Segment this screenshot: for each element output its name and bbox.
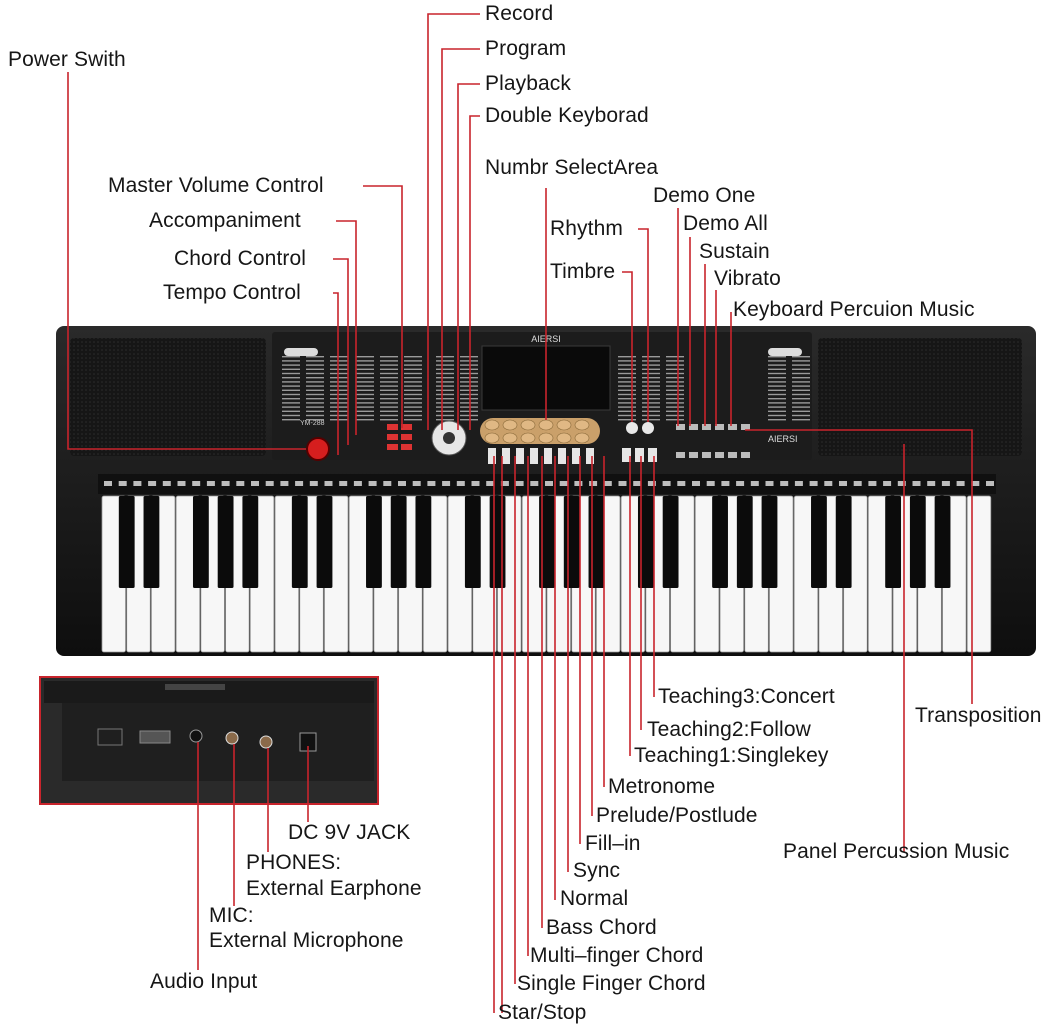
label-playback: Playback xyxy=(485,72,572,95)
leader-line xyxy=(622,271,633,422)
label-record: Record xyxy=(485,2,554,25)
label-master-volume: Master Volume Control xyxy=(108,174,324,197)
leader-line xyxy=(363,185,403,428)
label-number-select: Numbr SelectArea xyxy=(485,156,659,179)
label-multi-finger: Multi–finger Chord xyxy=(530,944,704,967)
leader-line xyxy=(457,83,480,430)
leader-line xyxy=(469,115,480,430)
label-transposition: Transposition xyxy=(915,704,1042,727)
control-buttons xyxy=(387,424,750,464)
black-keys xyxy=(118,496,951,588)
label-power-switch: Power Swith xyxy=(8,48,126,71)
label-timbre: Timbre xyxy=(550,260,616,283)
label-dc-jack: DC 9V JACK xyxy=(288,821,411,844)
leader-line xyxy=(336,220,357,435)
label-sustain: Sustain xyxy=(699,240,770,263)
label-teaching2: Teaching2:Follow xyxy=(647,718,811,741)
label-sync: Sync xyxy=(573,859,621,882)
label-audio-input: Audio Input xyxy=(150,970,258,993)
label-demo-all: Demo All xyxy=(683,212,768,235)
leader-line xyxy=(745,429,973,704)
leader-lines xyxy=(67,13,973,1013)
label-chord-control: Chord Control xyxy=(174,247,307,270)
label-single-finger: Single Finger Chord xyxy=(517,972,706,995)
right-speaker-grille xyxy=(818,338,1022,456)
label-panel-percussion: Panel Percussion Music xyxy=(783,840,1010,863)
tone-list-panels xyxy=(282,348,810,421)
rear-switch-1 xyxy=(97,728,123,746)
number-select-buttons xyxy=(484,419,590,444)
rear-switch-2 xyxy=(139,730,171,744)
label-vibrato: Vibrato xyxy=(714,267,781,290)
label-rhythm: Rhythm xyxy=(550,217,623,240)
label-normal: Normal xyxy=(560,887,629,910)
leader-line xyxy=(427,13,480,430)
label-accompaniment: Accompaniment xyxy=(149,209,301,232)
phones-jack xyxy=(259,735,273,749)
model-badge: YM-288 xyxy=(300,420,325,427)
leader-line xyxy=(638,228,649,422)
audio-input-jack xyxy=(189,729,203,743)
power-switch-icon xyxy=(306,437,330,461)
leader-line xyxy=(67,72,306,450)
label-tempo-control: Tempo Control xyxy=(163,281,301,304)
label-metronome: Metronome xyxy=(608,775,716,798)
label-fill-in: Fill–in xyxy=(585,832,641,855)
leader-line xyxy=(441,48,480,430)
label-mic-title: MIC: xyxy=(209,904,254,927)
label-prelude: Prelude/Postlude xyxy=(596,804,758,827)
key-label-marks xyxy=(104,481,994,486)
label-phones-title: PHONES: xyxy=(246,851,342,874)
label-star-stop: Star/Stop xyxy=(498,1001,587,1024)
label-teaching3: Teaching3:Concert xyxy=(658,685,835,708)
label-teaching1: Teaching1:Singlekey xyxy=(634,744,829,767)
label-keyboard-percussion: Keyboard Percuion Music xyxy=(733,298,975,321)
brand-logo-panel: AIERSI xyxy=(768,434,798,444)
label-double-keyboard: Double Keyborad xyxy=(485,104,649,127)
left-speaker-grille xyxy=(70,338,266,456)
label-bass-chord: Bass Chord xyxy=(546,916,657,939)
label-program: Program xyxy=(485,37,567,60)
label-mic-desc: External Microphone xyxy=(209,929,404,952)
label-demo-one: Demo One xyxy=(653,184,756,207)
leader-line xyxy=(333,258,349,445)
label-phones-desc: External Earphone xyxy=(246,877,422,900)
mic-jack xyxy=(225,731,239,745)
leader-line xyxy=(333,292,339,455)
